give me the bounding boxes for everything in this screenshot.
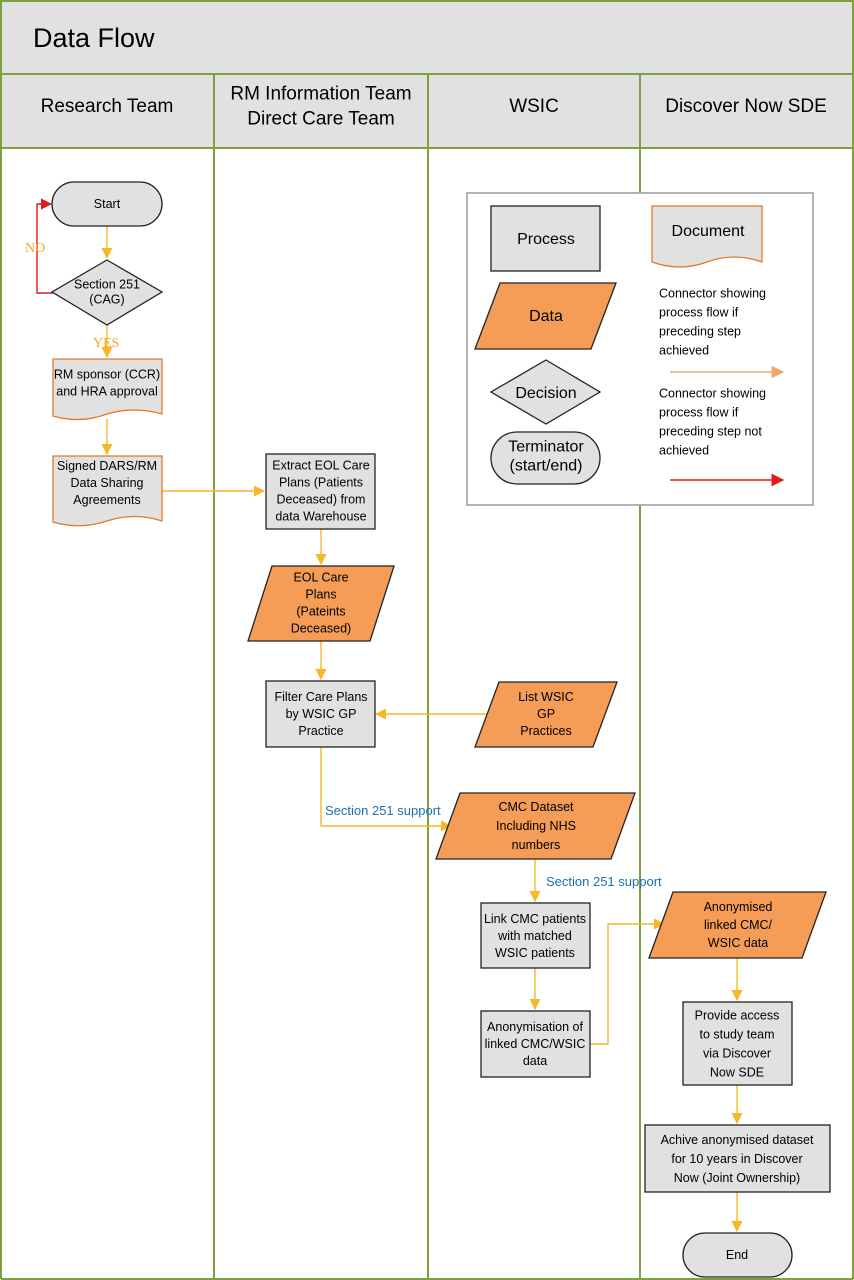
node-listwsic-text-line-1: GP [537,707,555,721]
node-sponsor-text-line-0: RM sponsor (CCR) [54,368,160,382]
node-listwsic-data: List WSIC GP Practices [474,681,618,748]
node-anondata-data: Anonymised linked CMC/WSIC data [648,891,827,959]
lane-header-1-line-0: RM Information Team [230,84,411,105]
diagram-title: Data Flow [33,23,155,53]
lane-header-1-line-1: Direct Care Team [247,109,394,130]
legend-document-label: Document [672,223,745,240]
node-archive-text-line-1: for 10 years in Discover [671,1152,802,1166]
node-eol-text-line-3: Deceased) [291,622,351,636]
node-end: End [682,1232,793,1278]
node-access-text-line-3: Now SDE [710,1066,764,1080]
node-dars-text-line-0: Signed DARS/RM [57,459,157,473]
node-access-text-line-2: via Discover [703,1047,771,1061]
node-extract-text-line-2: Deceased) from [277,493,366,507]
node-section251-decision: Section 251(CAG) [50,259,164,326]
node-archive-process: Achive anonymised dataset for 10 years in… [644,1124,831,1193]
lane-header-3-line-0: Discover Now SDE [665,96,827,117]
legend-terminator-line-1: (start/end) [510,458,583,475]
node-filter-text-line-0: Filter Care Plans [274,690,367,704]
legend-document-symbol [651,205,763,268]
node-anonproc-process: Anonymisation of linked CMC/WSIC data [480,1010,591,1078]
connector-anonproc-to-anondata [589,918,666,1045]
node-extract-text-line-3: data Warehouse [275,510,366,524]
node-link-text-line-0: Link CMC patients [484,912,586,926]
connector-filter-to-cmc [320,747,453,832]
legend-terminator-label: Terminator (start/end) [508,439,584,475]
section251-support-label-1: Section 251 support [325,803,441,818]
legend-connector-yes-line-2: preceding step [659,325,741,339]
node-archive-text-line-2: Now (Joint Ownership) [674,1171,800,1185]
node-anonproc-text-line-1: linked CMC/WSIC [485,1037,586,1051]
legend-connector-yes-line-1: process flow if [659,306,739,320]
node-anondata-text-line-2: WSIC data [708,936,768,950]
node-extract-text-line-0: Extract EOL Care [272,459,370,473]
node-extract-text-line-1: Plans (Patients [279,476,363,490]
legend-data-symbol [474,282,617,350]
legend-connector-yes-line-0: Connector showing [659,287,766,301]
node-anondata-text-line-0: Anonymised [704,900,773,914]
node-listwsic-text-line-0: List WSIC [518,690,574,704]
node-dars-text-line-1: Data Sharing [71,476,144,490]
node-sponsor-document: RM sponsor (CCR) and HRA approval [52,358,163,421]
node-section251-text-line-1: (CAG) [89,293,124,307]
legend-process-label: Process [517,231,575,248]
legend-data-label: Data [529,308,563,325]
node-link-text-line-1: with matched [497,929,572,943]
node-start: Start [51,181,163,227]
node-anonproc-text-line-2: data [523,1054,547,1068]
legend-connector-no-label: Connector showing process flow if precedin… [659,387,766,458]
node-filter-text-line-2: Practice [298,724,343,738]
node-access-text-line-0: Provide access [695,1009,780,1023]
section251-support-label-2: Section 251 support [546,874,662,889]
no-label: NO [25,241,45,256]
yes-label: YES [93,336,119,351]
node-access-process: Provide access to study team via DiscoverN… [682,1001,793,1086]
node-eol-text-line-0: EOL Care [293,571,348,585]
legend-decision-symbol [489,359,602,425]
legend-connector-yes-label: Connector showing process flow if precedin… [659,287,766,358]
legend-connector-no-line-3: achieved [659,444,709,458]
legend: Process Document Data Decision Terminato… [466,192,814,506]
node-link-text-line-2: WSIC patients [495,946,575,960]
node-access-text-line-1: to study team [699,1028,774,1042]
node-sponsor-text-line-1: and HRA approval [56,385,157,399]
node-cmc-text-line-0: CMC Dataset [498,800,574,814]
node-archive-text-line-0: Achive anonymised dataset [661,1133,814,1147]
title-band [0,0,854,75]
legend-decision-label: Decision [515,385,576,402]
node-cmc-text-line-2: numbers [512,838,561,852]
node-anondata-text-line-1: linked CMC/ [704,918,773,932]
node-anonproc-text-line-0: Anonymisation of [487,1020,583,1034]
connectors [36,198,743,1233]
node-dars-text-line-2: Agreements [73,493,140,507]
lane-header-2-line-0: WSIC [509,96,559,117]
legend-terminator-symbol [490,431,601,485]
node-eol-text-line-1: Plans [305,588,336,602]
node-filter-process: Filter Care Plans by WSIC GP Practice [265,680,376,748]
node-cmc-text-line-1: Including NHS [496,819,576,833]
node-start-text-line-0: Start [94,197,121,211]
lane-header-0-line-0: Research Team [41,96,174,117]
node-listwsic-text-line-2: Practices [520,724,571,738]
legend-connector-no-line-2: preceding step not [659,425,762,439]
legend-process-symbol [490,205,601,272]
legend-connector-yes-line-3: achieved [659,344,709,358]
legend-connector-no-line-0: Connector showing [659,387,766,401]
node-end-text-line-0: End [726,1248,748,1262]
legend-terminator-line-0: Terminator [508,439,584,456]
node-eol-text-line-2: (Pateints [296,605,345,619]
node-filter-text-line-1: by WSIC GP [286,707,357,721]
node-section251-text-line-0: Section 251 [74,278,140,292]
connector-no-loop [36,198,53,294]
legend-connector-no-line-1: process flow if [659,406,739,420]
